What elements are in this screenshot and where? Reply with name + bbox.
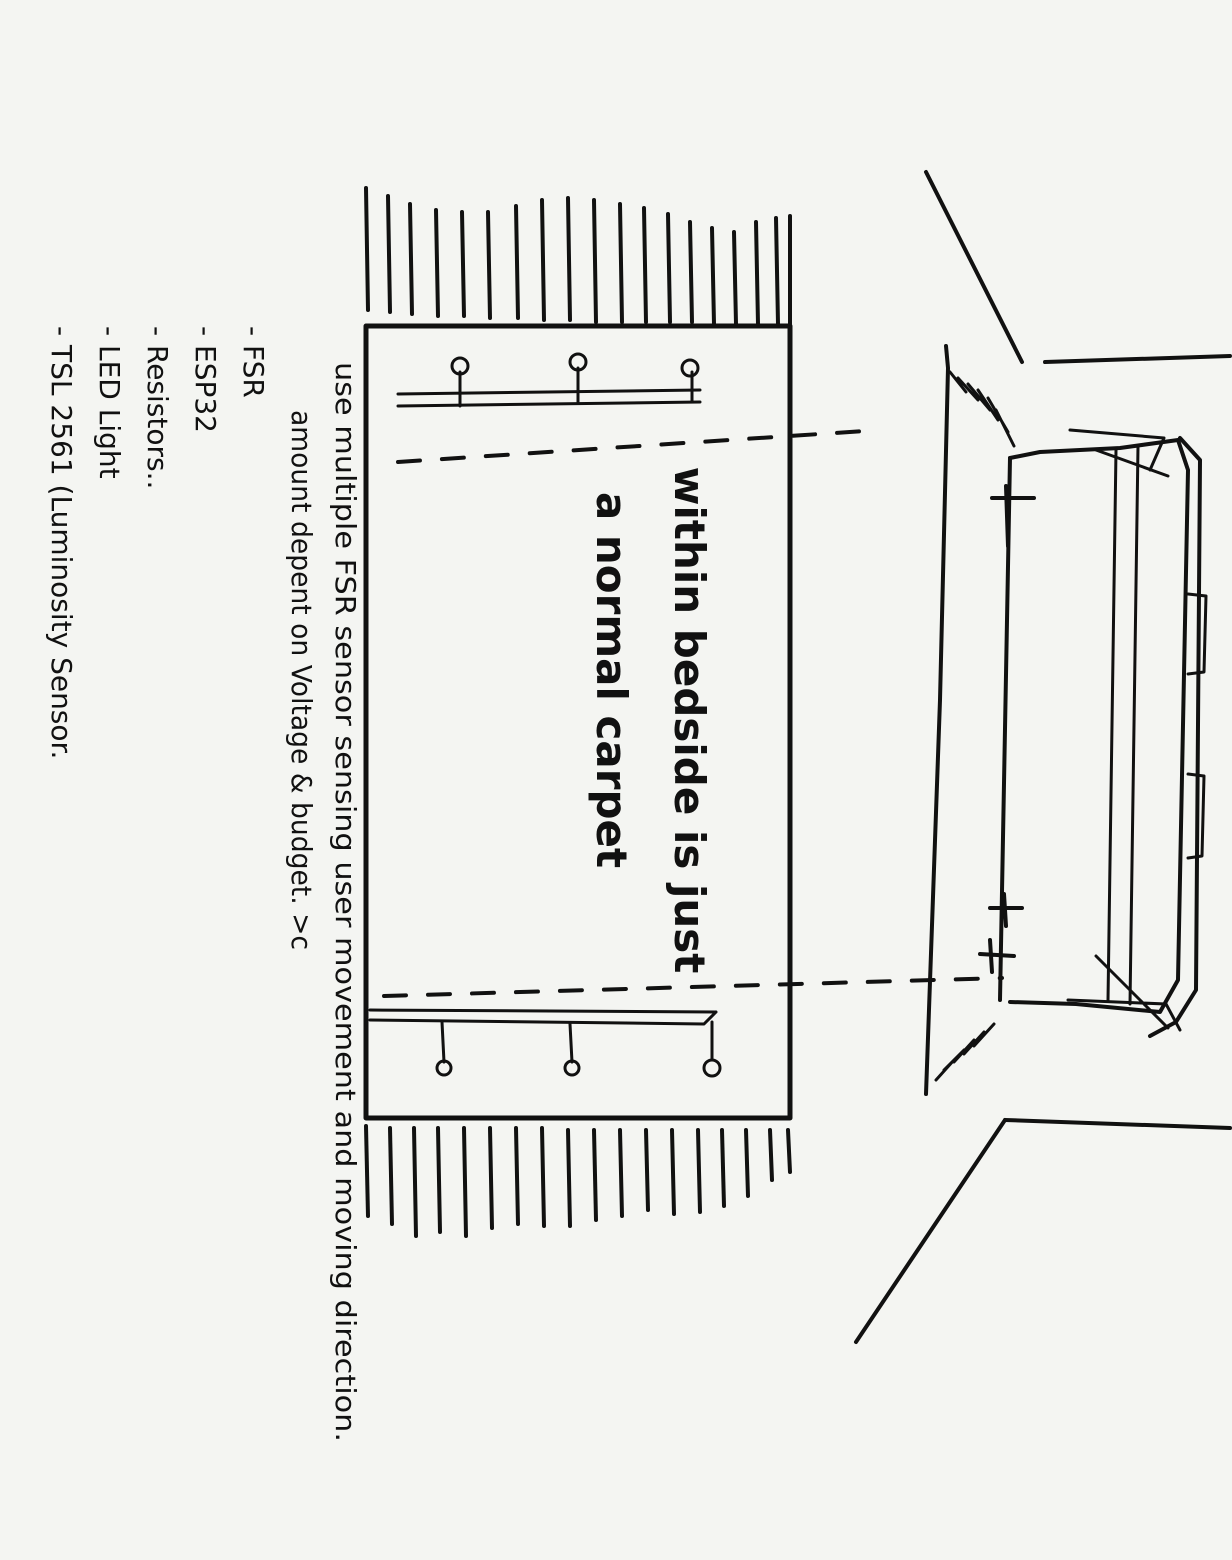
carpet — [366, 326, 790, 1118]
bed — [926, 346, 1206, 1094]
component-item-fsr: - FSR — [237, 326, 270, 398]
sensor-notes: use multiple FSR sensor sensing user mov… — [285, 362, 362, 1442]
carpet-caption-line2: a normal carpet — [587, 492, 636, 868]
fsr-sensor-strip-top — [398, 354, 700, 406]
carpet-caption: within bedside is just a normal carpet — [587, 467, 714, 974]
fsr-sensor-strip-bottom — [370, 1010, 720, 1076]
component-item-resistors: - Resistors.. — [141, 326, 174, 489]
note-line-2: amount depent on Voltage & budget. >c — [285, 410, 318, 950]
carpet-fringe-top — [366, 188, 790, 324]
component-list: - FSR - ESP32 - Resistors.. - LED Light … — [45, 326, 270, 759]
component-item-esp32: - ESP32 — [189, 326, 222, 433]
component-item-tsl2561: - TSL 2561 (Luminosity Sensor. — [45, 326, 78, 759]
component-item-led-light: - LED Light — [93, 326, 126, 479]
room-outline — [856, 172, 1230, 1342]
carpet-fringe-bottom — [366, 1126, 790, 1236]
note-line-1: use multiple FSR sensor sensing user mov… — [329, 362, 362, 1442]
carpet-caption-line1: within bedside is just — [665, 467, 714, 974]
